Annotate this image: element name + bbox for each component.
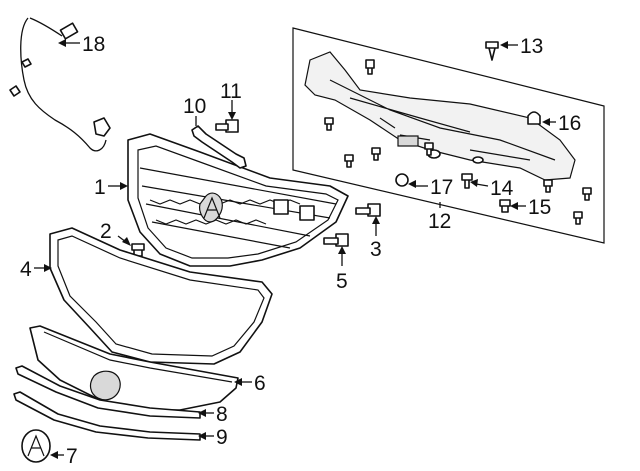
support-bar-hole-2 bbox=[472, 156, 484, 164]
callout-18: 18 bbox=[82, 33, 105, 56]
harness-connector bbox=[59, 22, 79, 40]
callout-8: 8 bbox=[216, 403, 228, 426]
bolt-11 bbox=[215, 119, 239, 133]
callout-2: 2 bbox=[100, 220, 112, 243]
molding-frame-inner bbox=[57, 235, 265, 357]
clip bbox=[424, 142, 434, 156]
bolt-5 bbox=[323, 233, 349, 247]
wire-harness bbox=[9, 17, 111, 152]
panel-clips bbox=[324, 59, 592, 225]
harness-clip-2 bbox=[21, 58, 32, 68]
emblem-7-letter bbox=[27, 434, 45, 457]
harness-connector-2 bbox=[93, 117, 111, 137]
grille-emblem-letter bbox=[203, 196, 221, 219]
strip-8 bbox=[15, 365, 201, 419]
upper-support-bar bbox=[304, 51, 576, 181]
emblem-7 bbox=[21, 429, 51, 463]
callout-13: 13 bbox=[520, 35, 543, 58]
callout-4: 4 bbox=[20, 258, 32, 281]
callout-1: 1 bbox=[94, 176, 106, 199]
harness-wire bbox=[20, 17, 107, 152]
clip-15 bbox=[499, 199, 511, 213]
clip bbox=[324, 117, 334, 131]
callout-10: 10 bbox=[183, 95, 206, 118]
lower-garnish bbox=[29, 325, 239, 411]
callout-14: 14 bbox=[490, 177, 514, 200]
callout-17: 17 bbox=[430, 176, 453, 199]
clip-13 bbox=[485, 41, 499, 61]
clip bbox=[344, 154, 354, 168]
grille-bracket bbox=[273, 199, 289, 215]
harness-clip bbox=[9, 85, 21, 97]
clip bbox=[582, 187, 592, 201]
callout-12: 12 bbox=[428, 210, 451, 233]
clip bbox=[365, 59, 375, 75]
callout-15: 15 bbox=[528, 196, 551, 219]
nut-17 bbox=[395, 173, 409, 187]
grille-bracket-2 bbox=[299, 205, 315, 221]
callout-9: 9 bbox=[216, 426, 228, 449]
callout-11: 11 bbox=[220, 80, 242, 103]
callout-7: 7 bbox=[66, 445, 78, 468]
clip bbox=[371, 147, 381, 161]
callout-labels: 18 11 10 1 2 4 3 5 12 13 16 17 14 15 6 8… bbox=[20, 33, 581, 468]
callout-3: 3 bbox=[370, 238, 382, 261]
leader-lines bbox=[34, 39, 556, 459]
harness-wire-2 bbox=[29, 17, 63, 37]
bolt-14 bbox=[461, 173, 473, 189]
support-bar-slot bbox=[397, 135, 419, 147]
grille-inner bbox=[137, 145, 339, 259]
support-panel-group bbox=[292, 27, 605, 244]
bolt-11-shank bbox=[215, 123, 229, 131]
callout-16: 16 bbox=[558, 112, 581, 135]
clip-2 bbox=[131, 243, 145, 257]
clip bbox=[543, 179, 553, 193]
callout-5: 5 bbox=[336, 270, 348, 293]
clip bbox=[573, 211, 583, 225]
bolt-5-shank bbox=[323, 237, 339, 245]
clip-16 bbox=[527, 111, 541, 125]
lower-garnish-line bbox=[43, 331, 233, 383]
grille-assembly bbox=[127, 133, 349, 267]
bolt-3-shank bbox=[355, 207, 371, 215]
callout-6: 6 bbox=[254, 372, 266, 395]
bracket-10 bbox=[191, 125, 247, 169]
bolt-3 bbox=[355, 203, 381, 217]
molding-frame-outer bbox=[49, 227, 273, 365]
panel-background bbox=[292, 27, 605, 244]
lower-garnish-recess bbox=[89, 370, 121, 401]
